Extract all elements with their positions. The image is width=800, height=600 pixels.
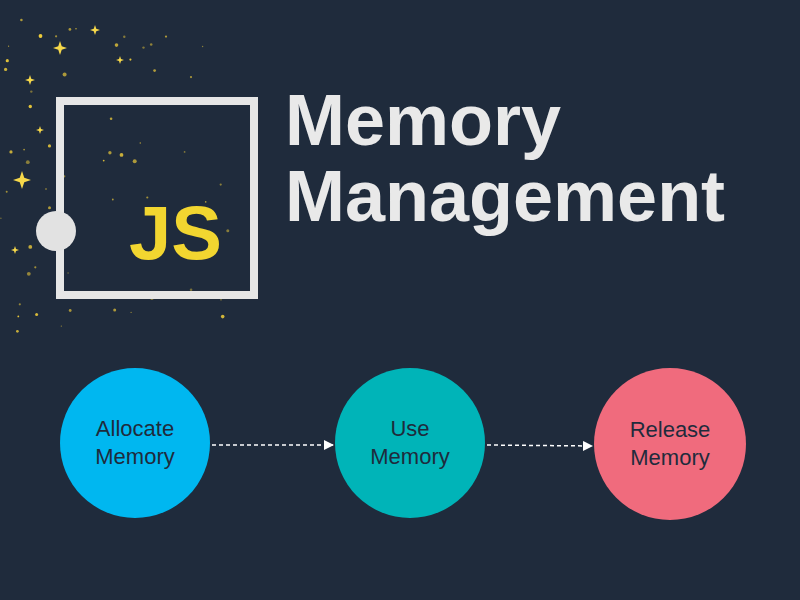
sparkle-dot xyxy=(75,28,76,29)
sparkle-star xyxy=(116,56,124,64)
sparkle-dot xyxy=(9,150,12,153)
sparkle-dot xyxy=(123,36,125,38)
sparkle-star xyxy=(90,25,100,35)
sparkle-dot xyxy=(142,46,144,48)
sparkle-star xyxy=(11,246,19,254)
logo-text: JS xyxy=(129,193,222,273)
sparkle-dot xyxy=(113,309,116,312)
sparkle-star xyxy=(36,126,44,134)
sparkle-dot xyxy=(28,245,32,249)
sparkle-dot xyxy=(220,184,222,186)
circle-shape xyxy=(594,368,746,520)
sparkle-dot xyxy=(115,43,119,47)
sparkle-dot xyxy=(184,151,186,153)
sparkle-dot xyxy=(190,76,192,78)
sparkle-dot xyxy=(69,28,72,31)
title: Memory Management xyxy=(285,82,765,234)
sparkle-dot xyxy=(220,299,221,300)
sparkle-dot xyxy=(6,59,9,62)
sparkle-star xyxy=(25,75,35,85)
sparkle-dot xyxy=(103,160,105,162)
sparkle-dot xyxy=(61,326,62,327)
dashed-arrow xyxy=(487,445,592,446)
sparkle-dot xyxy=(55,35,57,37)
sparkle-dot xyxy=(140,142,142,144)
sparkle-star xyxy=(53,41,67,55)
sparkle-dot xyxy=(29,105,32,108)
circle-shape xyxy=(335,368,485,518)
sparkle-dot xyxy=(108,151,111,154)
process-circle: Release Memory xyxy=(594,368,746,520)
sparkle-dot xyxy=(45,188,47,190)
sparkle-dot xyxy=(19,303,21,305)
sparkle-dot xyxy=(69,309,72,312)
process-circle: Use Memory xyxy=(335,368,485,518)
sparkle-dot xyxy=(23,149,25,151)
sparkle-dot xyxy=(131,312,132,313)
sparkle-dot xyxy=(6,191,8,193)
sparkle-dot xyxy=(26,160,30,164)
sparkle-dot xyxy=(226,229,229,232)
sparkle-dot xyxy=(48,144,51,147)
dashed-arrow xyxy=(212,444,333,446)
sparkle-dot xyxy=(202,46,203,47)
sparkle-dot xyxy=(48,206,51,209)
node-label: Release Memory xyxy=(611,416,729,472)
sparkle-dot xyxy=(0,218,1,219)
sparkle-dot xyxy=(16,330,19,333)
sparkle-dot xyxy=(153,69,156,72)
process-circle: Allocate Memory xyxy=(60,368,210,518)
sparkle-dot xyxy=(4,68,7,71)
sparkle-dot xyxy=(30,90,32,92)
sparkle-star xyxy=(13,171,31,189)
sparkle-dot xyxy=(39,34,43,38)
sparkle-dot xyxy=(150,43,153,46)
sparkle-dot xyxy=(165,36,167,38)
logo-box: JS xyxy=(56,97,258,299)
sparkle-dot xyxy=(35,313,38,316)
sparkle-dot xyxy=(20,19,23,22)
sparkle-dot xyxy=(63,73,67,77)
sparkle-dot xyxy=(221,315,225,319)
sparkle-dot xyxy=(34,266,36,268)
sparkle-dot xyxy=(133,159,137,163)
circle-shape xyxy=(60,368,210,518)
sparkle-dot xyxy=(129,59,131,61)
sparkle-dot xyxy=(120,153,124,157)
sparkle-dot xyxy=(27,272,31,276)
sparkle-dot xyxy=(17,316,19,318)
sparkle-dot xyxy=(112,199,114,201)
sparkle-dot xyxy=(190,289,193,292)
logo-dot xyxy=(34,209,78,253)
sparkle-dot xyxy=(67,272,69,274)
sparkle-dot xyxy=(110,118,113,121)
node-label: Use Memory xyxy=(351,415,469,471)
sparkle-dot xyxy=(8,46,9,47)
node-label: Allocate Memory xyxy=(76,415,194,471)
